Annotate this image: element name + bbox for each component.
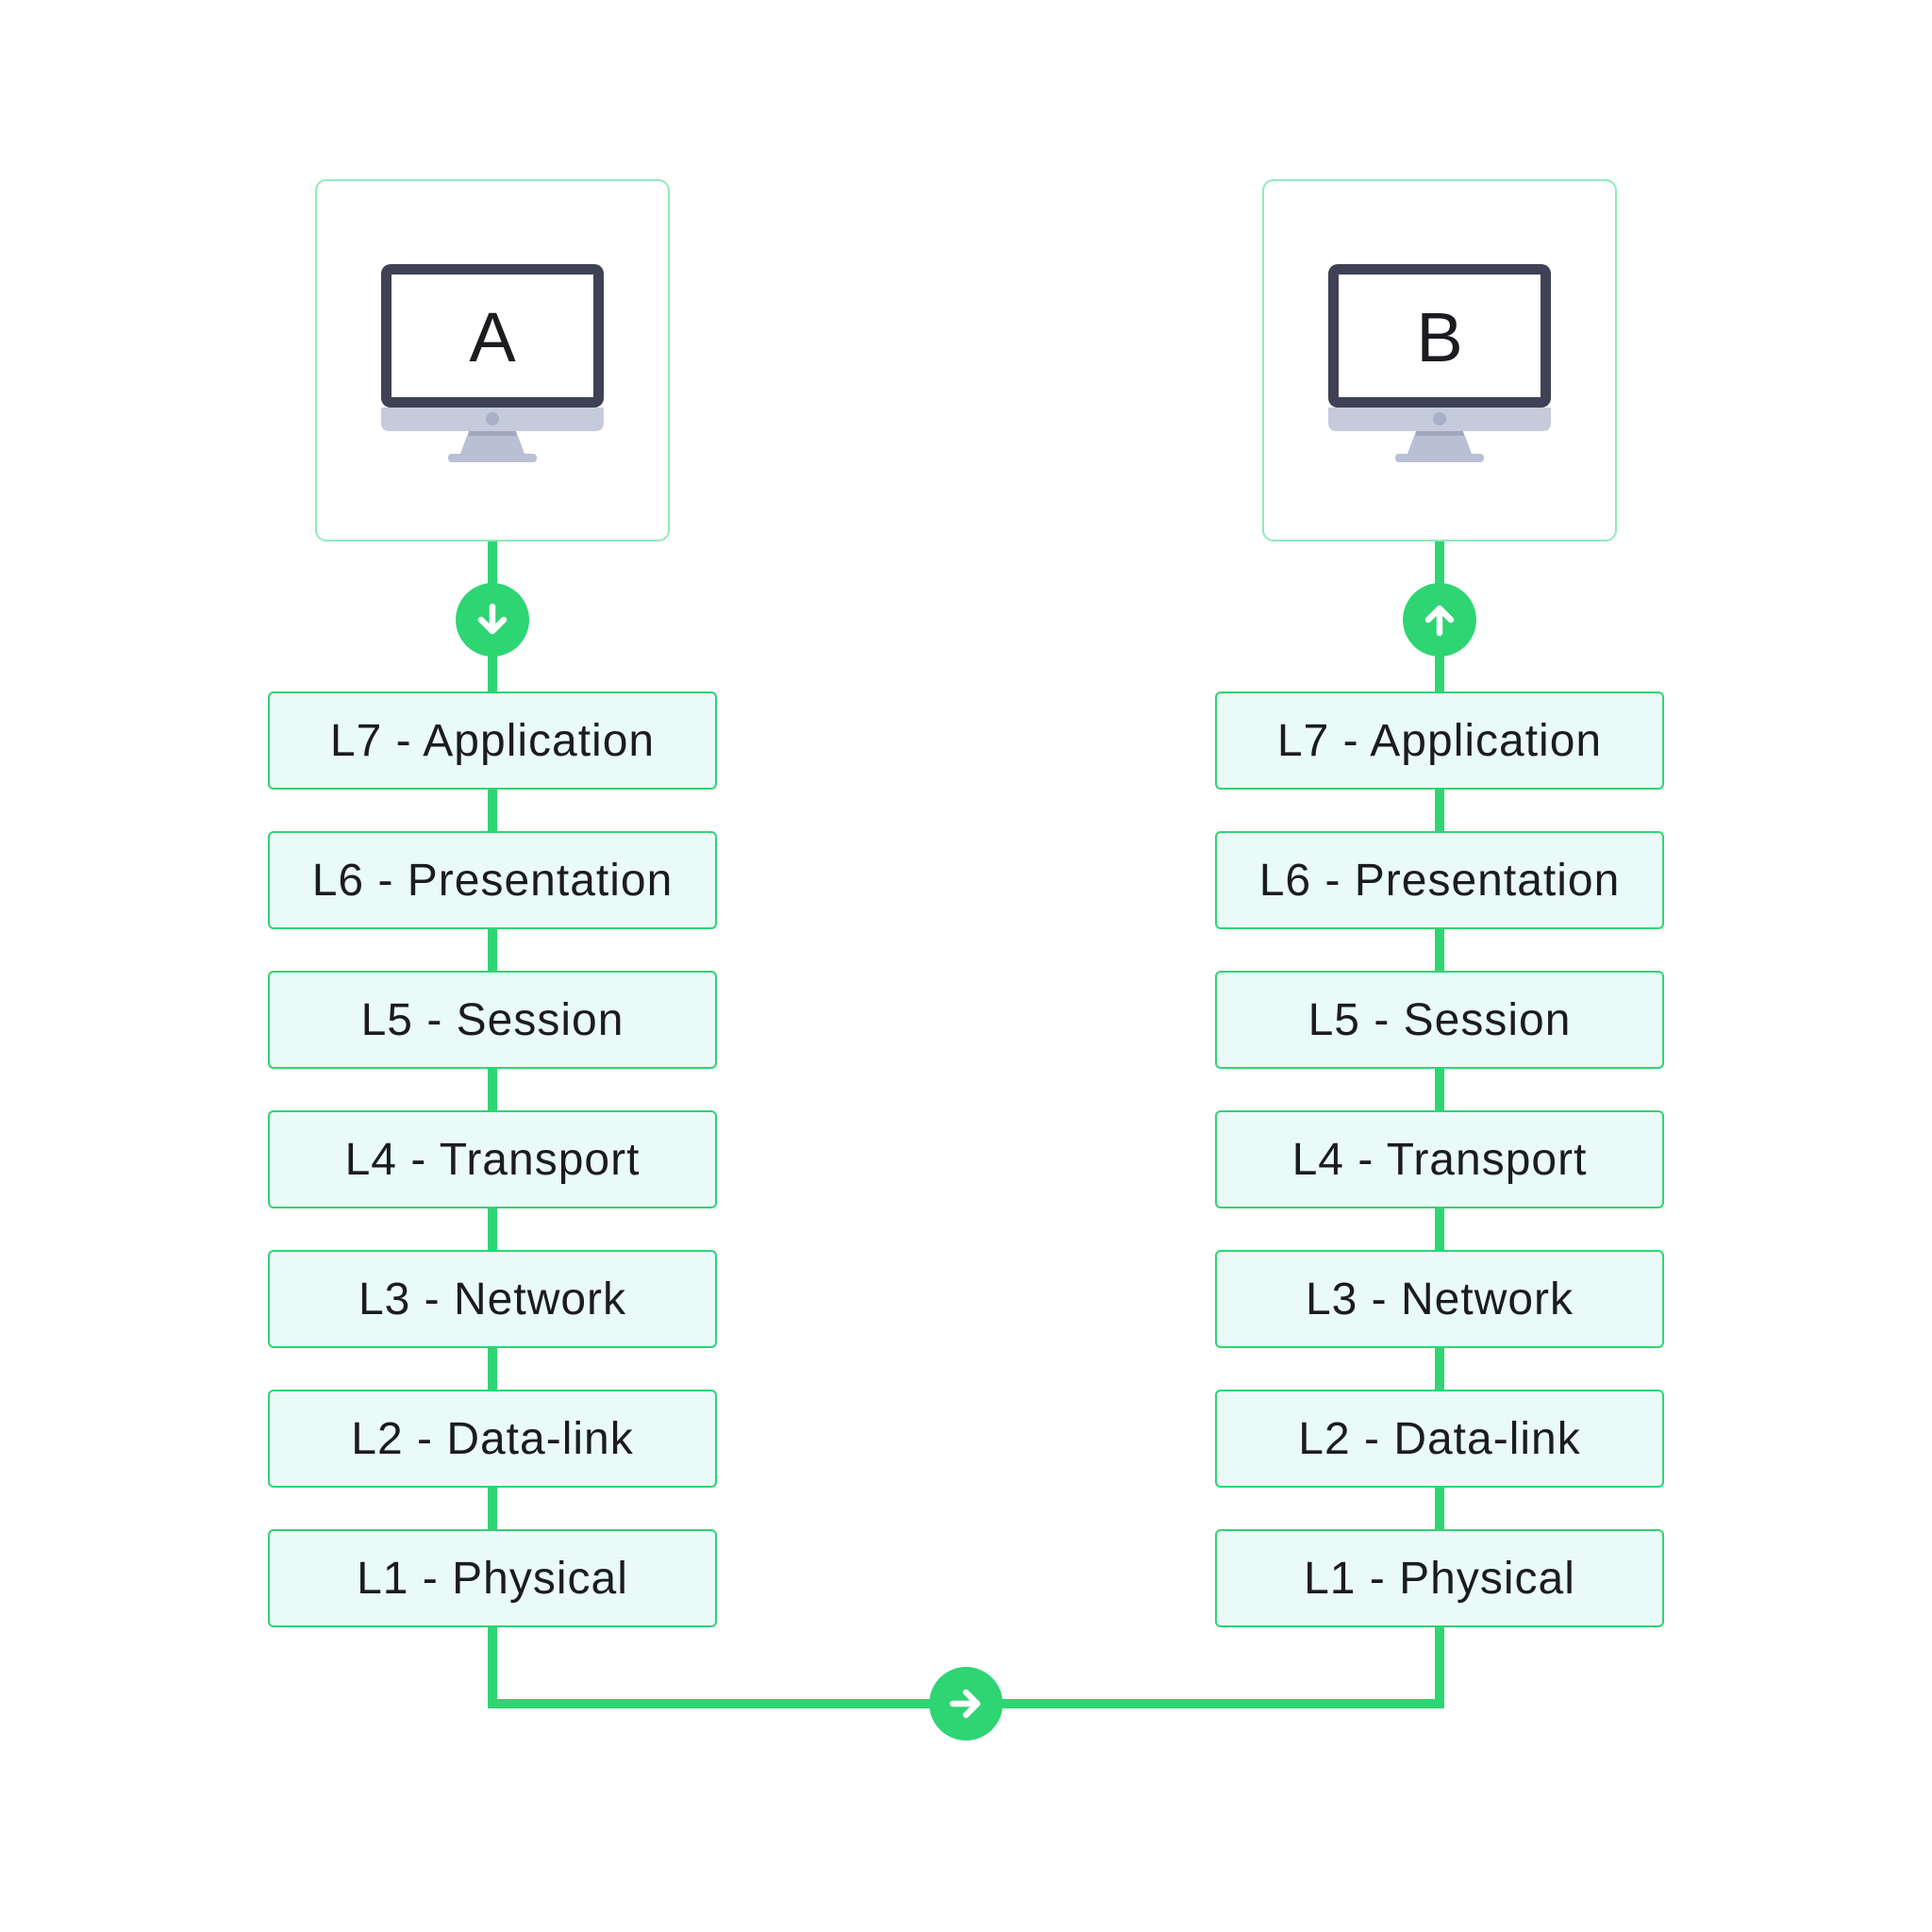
layer-box-a-l7: L7 - Application xyxy=(268,691,717,790)
layer-box-a-l3: L3 - Network xyxy=(268,1250,717,1348)
layer-box-a-l5: L5 - Session xyxy=(268,971,717,1069)
down-arrow-icon xyxy=(456,583,529,657)
layer-box-a-l6: L6 - Presentation xyxy=(268,831,717,929)
up-arrow-icon xyxy=(1403,583,1476,657)
computer-a-label: A xyxy=(469,298,516,376)
computer-monitor-icon: A xyxy=(381,264,604,462)
layer-box-a-l4: L4 - Transport xyxy=(268,1110,717,1208)
layer-box-b-l1: L1 - Physical xyxy=(1215,1529,1664,1627)
computer-monitor-icon: B xyxy=(1328,264,1551,462)
layer-box-b-l6: L6 - Presentation xyxy=(1215,831,1664,929)
layer-box-b-l7: L7 - Application xyxy=(1215,691,1664,790)
computer-b-label: B xyxy=(1416,298,1462,376)
layer-box-a-l1: L1 - Physical xyxy=(268,1529,717,1627)
layer-box-b-l2: L2 - Data-link xyxy=(1215,1390,1664,1488)
layer-box-b-l3: L3 - Network xyxy=(1215,1250,1664,1348)
layer-box-b-l5: L5 - Session xyxy=(1215,971,1664,1069)
layer-box-b-l4: L4 - Transport xyxy=(1215,1110,1664,1208)
computer-a-box: A xyxy=(315,179,670,541)
layer-box-a-l2: L2 - Data-link xyxy=(268,1390,717,1488)
computer-b-box: B xyxy=(1262,179,1617,541)
right-arrow-icon xyxy=(929,1667,1003,1740)
